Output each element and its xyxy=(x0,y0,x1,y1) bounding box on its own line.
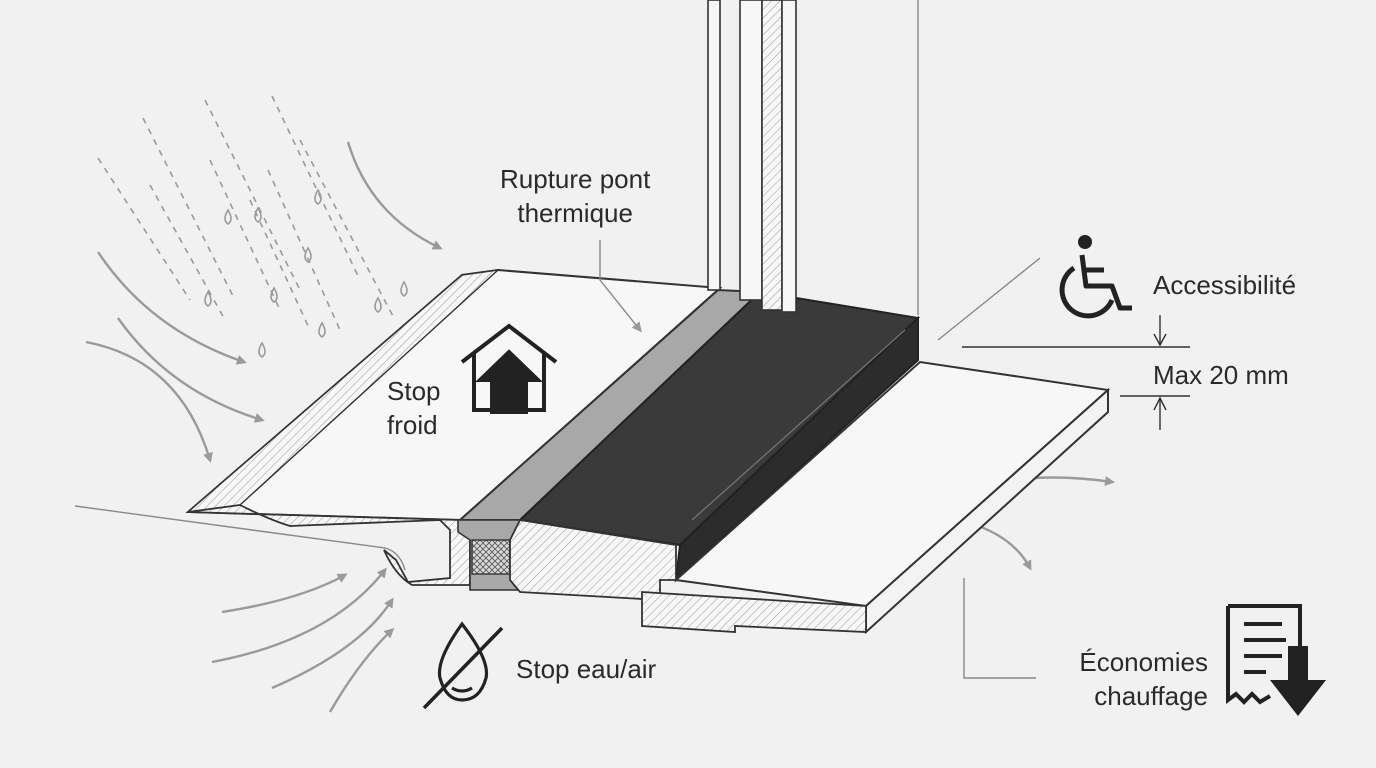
seal-block-front xyxy=(674,315,919,583)
profile-section-base xyxy=(641,591,867,633)
label-thermal-break-line1: Rupture pont xyxy=(500,164,651,194)
label-water-air-stop: Stop eau/air xyxy=(516,654,657,684)
house-arrow-up-icon xyxy=(460,323,558,414)
wheelchair-icon xyxy=(1059,235,1132,319)
profile-section-exterior xyxy=(187,504,471,586)
floor-lines xyxy=(74,0,919,571)
label-accessibility: Accessibilité xyxy=(1153,270,1297,300)
door-frame xyxy=(707,0,797,313)
rain-drops xyxy=(204,188,408,358)
no-water-drop-icon xyxy=(422,621,504,710)
label-thermal-break-line2: thermique xyxy=(517,198,633,228)
leader-lines xyxy=(599,240,1041,679)
label-cold-stop-line2: froid xyxy=(387,410,438,440)
height-dimension xyxy=(962,315,1190,430)
wind-arrows-under xyxy=(211,567,395,713)
rain-lines xyxy=(97,95,396,331)
label-heating-savings-line1: Économies xyxy=(1079,647,1208,677)
invoice-arrow-down-icon xyxy=(1226,604,1326,716)
label-heating-savings-line2: chauffage xyxy=(1094,681,1208,711)
thermal-break-insert xyxy=(471,539,511,575)
wind-arrows-exterior xyxy=(85,141,443,463)
label-heating-savings: Économies chauffage xyxy=(1040,645,1208,713)
label-cold-stop: Stop froid xyxy=(387,374,441,442)
label-thermal-break: Rupture pont thermique xyxy=(500,162,650,230)
label-max-height: Max 20 mm xyxy=(1153,360,1289,390)
label-cold-stop-line1: Stop xyxy=(387,376,441,406)
